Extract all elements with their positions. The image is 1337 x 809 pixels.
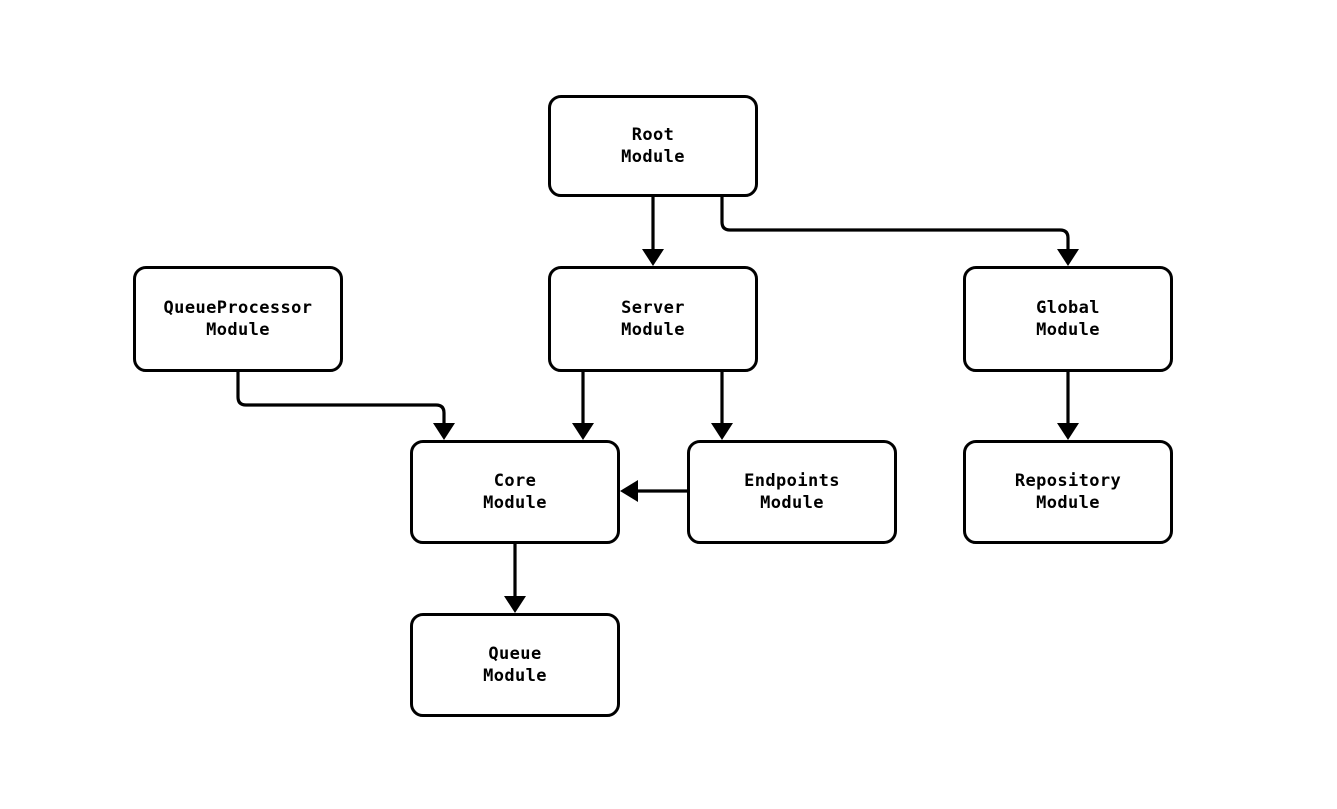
- edge-root-to-global: [720, 197, 1079, 266]
- node-server-module-line2: Module: [621, 320, 685, 340]
- node-endpoints-module[interactable]: Endpoints Module: [687, 440, 897, 544]
- node-endpoints-module-line2: Module: [760, 493, 824, 513]
- edge-server-to-endpoints: [711, 372, 733, 440]
- node-server-module[interactable]: Server Module: [548, 266, 758, 372]
- node-root-module-line1: Root: [631, 125, 675, 145]
- edge-root-to-server: [642, 197, 664, 266]
- node-core-module[interactable]: Core Module: [410, 440, 620, 544]
- node-global-module[interactable]: Global Module: [963, 266, 1173, 372]
- node-repository-module-line2: Module: [1036, 493, 1100, 513]
- node-repository-module-line1: Repository: [1014, 471, 1122, 491]
- node-queueprocessor-module[interactable]: QueueProcessor Module: [133, 266, 343, 372]
- node-root-module-line2: Module: [621, 147, 685, 167]
- node-repository-module[interactable]: Repository Module: [963, 440, 1173, 544]
- edge-server-to-core: [572, 372, 594, 440]
- edge-core-to-queue: [504, 544, 526, 613]
- node-queue-module-line1: Queue: [488, 644, 542, 664]
- node-queue-module[interactable]: Queue Module: [410, 613, 620, 717]
- node-queueprocessor-module-line2: Module: [206, 320, 270, 340]
- node-core-module-line2: Module: [483, 493, 547, 513]
- node-endpoints-module-line1: Endpoints: [744, 471, 840, 491]
- node-global-module-line1: Global: [1036, 298, 1100, 318]
- node-global-module-line2: Module: [1036, 320, 1100, 340]
- node-core-module-line1: Core: [493, 471, 537, 491]
- node-server-module-line1: Server: [621, 298, 685, 318]
- node-queue-module-line2: Module: [483, 666, 547, 686]
- edge-endpoints-to-core: [620, 480, 687, 502]
- edge-queueprocessor-to-core: [236, 372, 455, 440]
- node-queueprocessor-module-line1: QueueProcessor: [163, 298, 313, 318]
- edge-global-to-repository: [1057, 372, 1079, 440]
- node-root-module[interactable]: Root Module: [548, 95, 758, 197]
